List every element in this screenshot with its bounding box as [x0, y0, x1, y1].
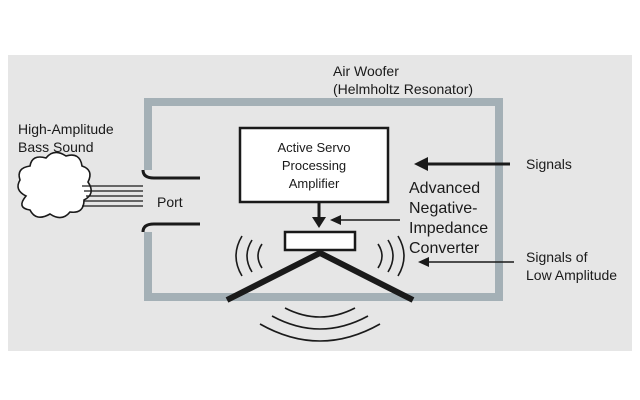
cloud-icon — [17, 151, 92, 219]
arrow-left-icon — [414, 157, 428, 171]
enclosure-wall — [144, 98, 503, 301]
driver-element — [283, 230, 357, 252]
sound-waves-right — [377, 235, 405, 277]
converter-label-line-3: Impedance — [409, 220, 488, 237]
title-line-2: (Helmholtz Resonator) — [333, 81, 473, 97]
amplifier-box — [238, 126, 390, 204]
sound-waves-left — [235, 235, 263, 277]
low-amplitude-label-line-1: Signals of — [526, 249, 588, 265]
amplifier-label-line-3: Amplifier — [289, 176, 340, 191]
source-label-line-1: High-Amplitude — [18, 121, 114, 137]
amp-down-arrow-head — [312, 217, 326, 228]
source-label-line-2: Bass Sound — [18, 139, 94, 155]
converter-label-line-4: Converter — [409, 240, 480, 257]
airflow-lines — [82, 185, 143, 207]
sound-waves-bottom — [259, 307, 381, 342]
low-amplitude-label-line-2: Low Amplitude — [526, 267, 617, 283]
title-line-1: Air Woofer — [333, 63, 399, 79]
diaphragm-cone — [225, 250, 415, 303]
port-duct-top — [141, 169, 200, 180]
converter-label-line-1: Advanced — [409, 180, 480, 197]
converter-arrow-head — [330, 215, 341, 225]
signals-label: Signals — [526, 156, 572, 172]
port-label: Port — [157, 194, 183, 210]
port-duct-bottom — [141, 222, 200, 233]
amplifier-label-line-2: Processing — [282, 158, 346, 173]
amplifier-label-line-1: Active Servo — [278, 140, 351, 155]
converter-label-line-2: Negative- — [409, 200, 477, 217]
low-amplitude-arrow-head — [418, 257, 429, 267]
